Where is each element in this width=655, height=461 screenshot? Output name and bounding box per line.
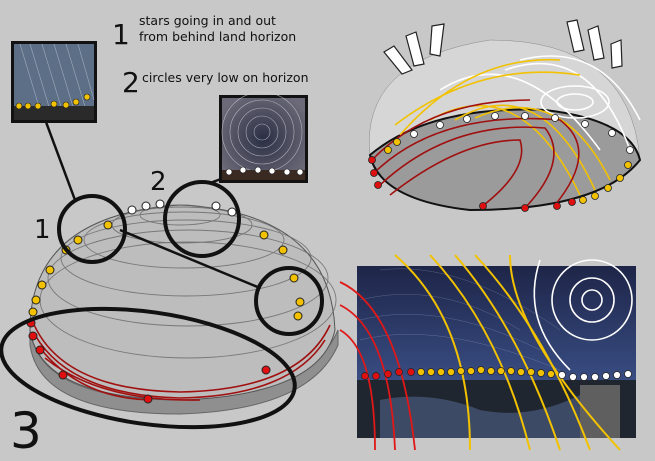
label-1: 1	[34, 215, 51, 245]
callout-circle-1b	[254, 266, 324, 336]
star-dots	[26, 199, 305, 404]
inset-photo-2	[219, 91, 308, 183]
annotation-1-line1: stars going in and out	[139, 13, 276, 28]
annotation-2-text: circles very low on horizon	[142, 70, 309, 85]
tilted-dome	[368, 39, 642, 212]
callout-circle-2	[163, 180, 241, 258]
callout-ellipse-3	[0, 306, 297, 430]
label-2: 2	[150, 167, 167, 197]
light-rays	[383, 19, 623, 75]
bottom-right-photo	[339, 254, 636, 451]
inset-photo-1	[11, 41, 97, 123]
big-dome	[0, 121, 339, 430]
annotation-1-line2: from behind land horizon	[139, 29, 296, 44]
callout-circle-1	[57, 194, 127, 264]
annotation-1-number: 1	[112, 18, 130, 51]
annotation-2-number: 2	[122, 66, 140, 99]
label-3: 3	[10, 402, 42, 457]
